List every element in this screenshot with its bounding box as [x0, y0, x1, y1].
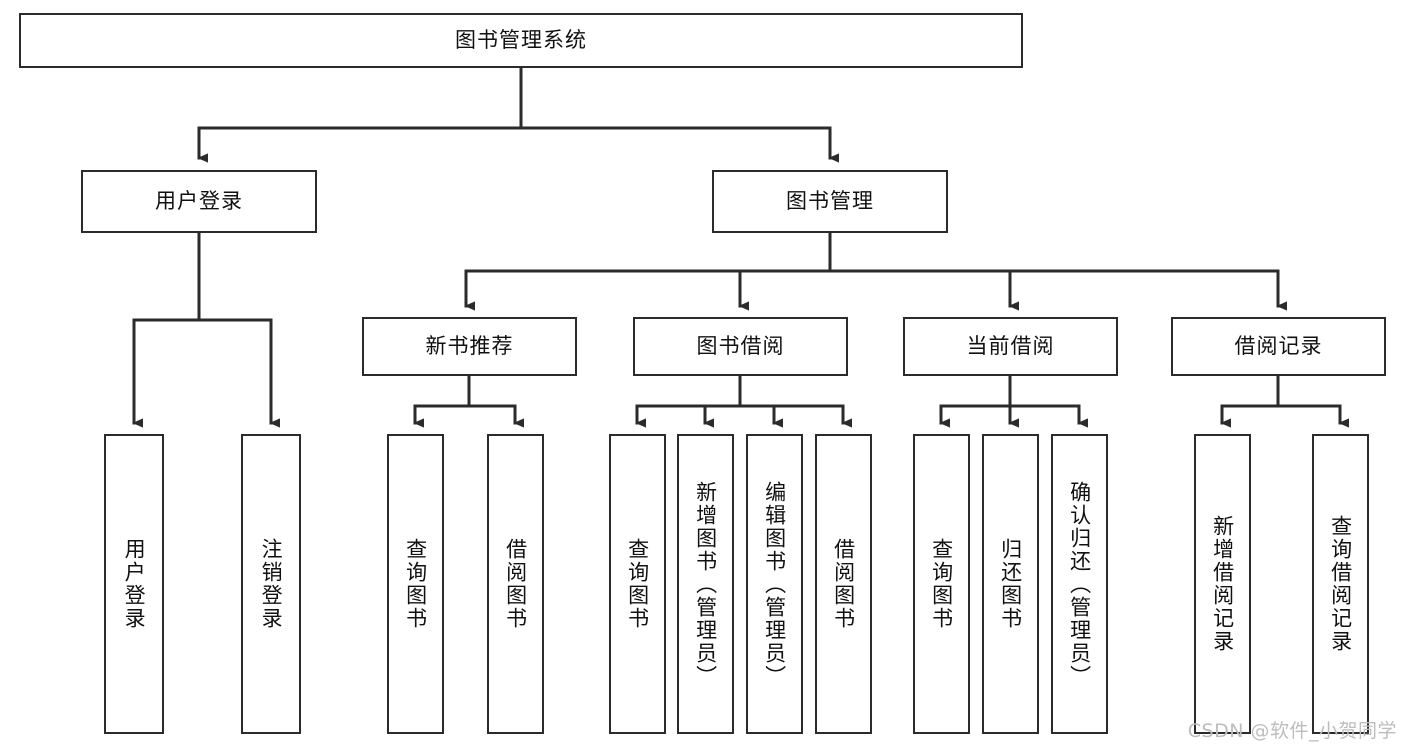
leaf-user-login-login[interactable]: 用户登录 [104, 434, 164, 734]
csdn-watermark: CSDN @软件_小贺同学 [1187, 720, 1397, 742]
node-label: 注销登录 [259, 538, 284, 630]
node-label: 图书借阅 [696, 333, 785, 358]
leaf-borrow-edit-book-admin[interactable]: 编辑图书（管理员） [746, 434, 803, 734]
node-label: 编辑图书（管理员） [762, 480, 787, 688]
node-label: 归还图书 [998, 538, 1023, 630]
node-borrow-record[interactable]: 借阅记录 [1171, 317, 1386, 376]
node-user-login[interactable]: 用户登录 [81, 170, 317, 233]
node-label: 当前借阅 [966, 333, 1055, 358]
leaf-borrow-borrow-book[interactable]: 借阅图书 [815, 434, 872, 734]
node-label: 用户登录 [122, 538, 147, 630]
node-book-borrow[interactable]: 图书借阅 [633, 317, 848, 376]
node-label: 查询图书 [929, 538, 954, 630]
node-label: 新增借阅记录 [1210, 515, 1235, 653]
node-label: 图书管理系统 [455, 27, 587, 52]
node-label: 查询借阅记录 [1328, 515, 1353, 653]
leaf-recommend-query-book[interactable]: 查询图书 [387, 434, 444, 734]
node-new-book-recommend[interactable]: 新书推荐 [362, 317, 577, 376]
node-label: 查询图书 [403, 538, 428, 630]
leaf-current-confirm-return-admin[interactable]: 确认归还（管理员） [1051, 434, 1108, 734]
node-label: 确认归还（管理员） [1067, 480, 1092, 688]
leaf-current-query-book[interactable]: 查询图书 [913, 434, 970, 734]
node-label: 用户登录 [155, 188, 243, 213]
node-label: 新书推荐 [425, 333, 514, 358]
leaf-record-add-record[interactable]: 新增借阅记录 [1194, 434, 1251, 734]
node-label: 查询图书 [625, 538, 650, 630]
node-label: 新增图书（管理员） [693, 480, 718, 688]
leaf-borrow-query-book[interactable]: 查询图书 [609, 434, 666, 734]
leaf-borrow-add-book-admin[interactable]: 新增图书（管理员） [677, 434, 734, 734]
node-label: 借阅记录 [1234, 333, 1323, 358]
leaf-current-return-book[interactable]: 归还图书 [982, 434, 1039, 734]
node-current-borrow[interactable]: 当前借阅 [903, 317, 1118, 376]
leaf-user-login-logout[interactable]: 注销登录 [241, 434, 301, 734]
node-label: 图书管理 [786, 188, 874, 213]
node-label: 借阅图书 [503, 538, 528, 630]
leaf-record-query-record[interactable]: 查询借阅记录 [1312, 434, 1369, 734]
node-root-book-management-system[interactable]: 图书管理系统 [19, 13, 1023, 68]
leaf-recommend-borrow-book[interactable]: 借阅图书 [487, 434, 544, 734]
node-book-management[interactable]: 图书管理 [712, 170, 948, 233]
node-label: 借阅图书 [831, 538, 856, 630]
